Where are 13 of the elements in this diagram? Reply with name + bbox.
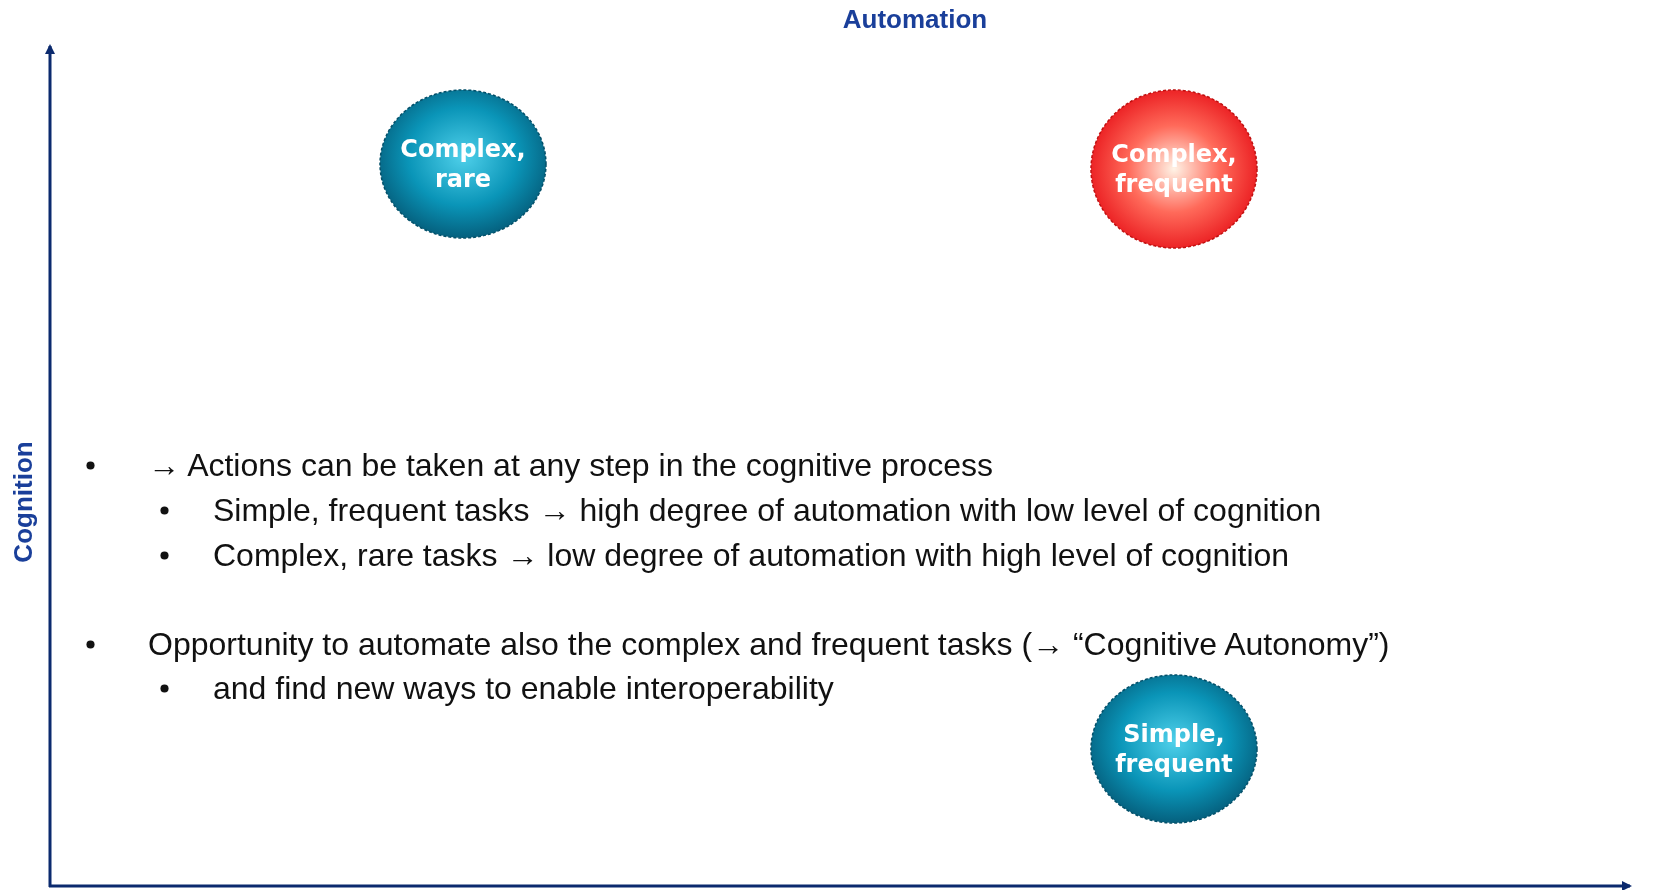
bullet-text: Complex, rare tasks → low degree of automation with high level of cognition [213, 536, 1290, 575]
bubble [1089, 88, 1259, 250]
bullet-text: and find new ways to enable interoperability [213, 669, 834, 708]
axis-title: Automation [842, 4, 988, 35]
bullet-text: → Actions can be taken at any step in the cognitive process [148, 446, 993, 485]
bubble-label: Complex, frequent [1110, 139, 1238, 199]
bubble-label: Simple, frequent [1114, 719, 1234, 779]
bubble [1089, 673, 1259, 825]
bubble-label: Complex, rare [399, 134, 527, 194]
bullet-text: Simple, frequent tasks → high degree of automation with low level of cognition [213, 491, 1322, 530]
bullet-text: Opportunity to automate also the complex and frequent tasks (→ “Cognitive Autonomy”) [148, 625, 1390, 664]
bubble [378, 88, 548, 240]
axis-title: Cognition [7, 441, 39, 563]
